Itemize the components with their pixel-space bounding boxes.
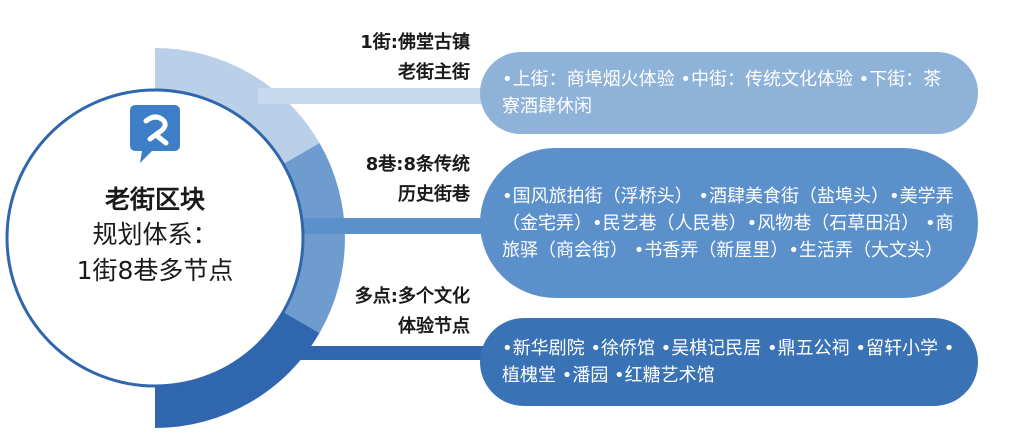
branch-label-alleys: 8巷:8条传统 历史街巷 <box>365 154 470 205</box>
branch-box-street: •上街：商埠烟火体验 •中街：传统文化体验 •下街：茶寮酒肆休闲 <box>480 52 978 134</box>
center-summary: 1街8巷多节点 <box>76 256 234 285</box>
center-label: 老街区块 规划体系： 1街8巷多节点 <box>40 183 270 289</box>
branch-box-nodes: •新华剧院 •徐侨馆 •吴棋记民居 •鼎五公祠 •留轩小学 •植槐堂 •潘园 •… <box>480 318 978 406</box>
connector-3 <box>258 346 518 360</box>
branch-label-nodes: 多点:多个文化 体验节点 <box>354 286 470 337</box>
hook-badge-icon <box>130 105 180 163</box>
center-title: 老街区块 <box>104 185 205 214</box>
connector-2 <box>262 218 518 234</box>
branch-label-street: 1街:佛堂古镇 老街主街 <box>360 32 470 83</box>
connector-1 <box>258 88 518 104</box>
center-subtitle: 规划体系： <box>92 220 218 249</box>
branch-box-alleys: •国风旅拍街（浮桥头） •酒肆美食街（盐埠头）•美学弄（金宅弄）•民艺巷（人民巷… <box>480 148 978 298</box>
center-circle <box>5 88 305 388</box>
